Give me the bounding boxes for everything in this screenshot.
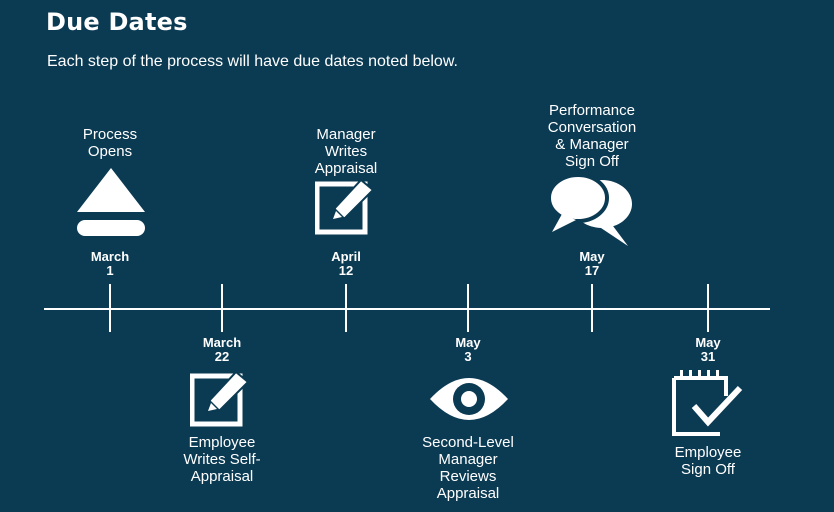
eye-icon: [430, 378, 508, 420]
milestone-date-employee-sign-off: May 31: [695, 336, 720, 364]
calendar-check-icon: [672, 370, 743, 436]
timeline-tick: [345, 284, 347, 332]
timeline-tick: [467, 284, 469, 332]
milestone-month: March: [90, 249, 130, 264]
milestone-day: 31: [700, 349, 716, 364]
milestone-label-employee-sign-off: Employee Sign Off: [674, 444, 742, 478]
page-title: Due Dates: [46, 8, 188, 36]
edit-icon: [315, 178, 375, 235]
milestone-month: May: [579, 249, 605, 264]
milestone-label-manager-writes: Manager Writes Appraisal: [314, 126, 378, 177]
milestone-month: May: [695, 335, 721, 350]
milestone-day: 1: [106, 263, 114, 278]
milestone-label-employee-writes: Employee Writes Self- Appraisal: [183, 434, 261, 485]
timeline-tick: [707, 284, 709, 332]
milestone-date-manager-writes: April 12: [331, 250, 361, 278]
milestone-day: 17: [584, 263, 600, 278]
milestone-label-second-level: Second-Level Manager Reviews Appraisal: [422, 434, 514, 502]
milestone-day: 12: [338, 263, 354, 278]
milestone-month: May: [455, 335, 481, 350]
timeline-tick: [221, 284, 223, 332]
eject-icon: [77, 168, 145, 236]
milestone-date-process-opens: March 1: [91, 250, 129, 278]
milestone-date-second-level: May 3: [455, 336, 480, 364]
milestone-month: March: [202, 335, 242, 350]
chat-bubbles-icon: [548, 174, 632, 246]
milestone-day: 3: [464, 349, 472, 364]
timeline-axis: [44, 308, 770, 310]
timeline-tick: [591, 284, 593, 332]
milestone-label-performance-conversation: Performance Conversation & Manager Sign …: [547, 102, 637, 170]
timeline-tick: [109, 284, 111, 332]
milestone-date-employee-writes: March 22: [203, 336, 241, 364]
milestone-month: April: [331, 249, 361, 264]
milestone-date-performance-conversation: May 17: [579, 250, 604, 278]
milestone-label-process-opens: Process Opens: [82, 126, 138, 160]
milestone-day: 22: [214, 349, 230, 364]
page-subtitle: Each step of the process will have due d…: [47, 53, 458, 70]
edit-icon: [190, 370, 250, 427]
